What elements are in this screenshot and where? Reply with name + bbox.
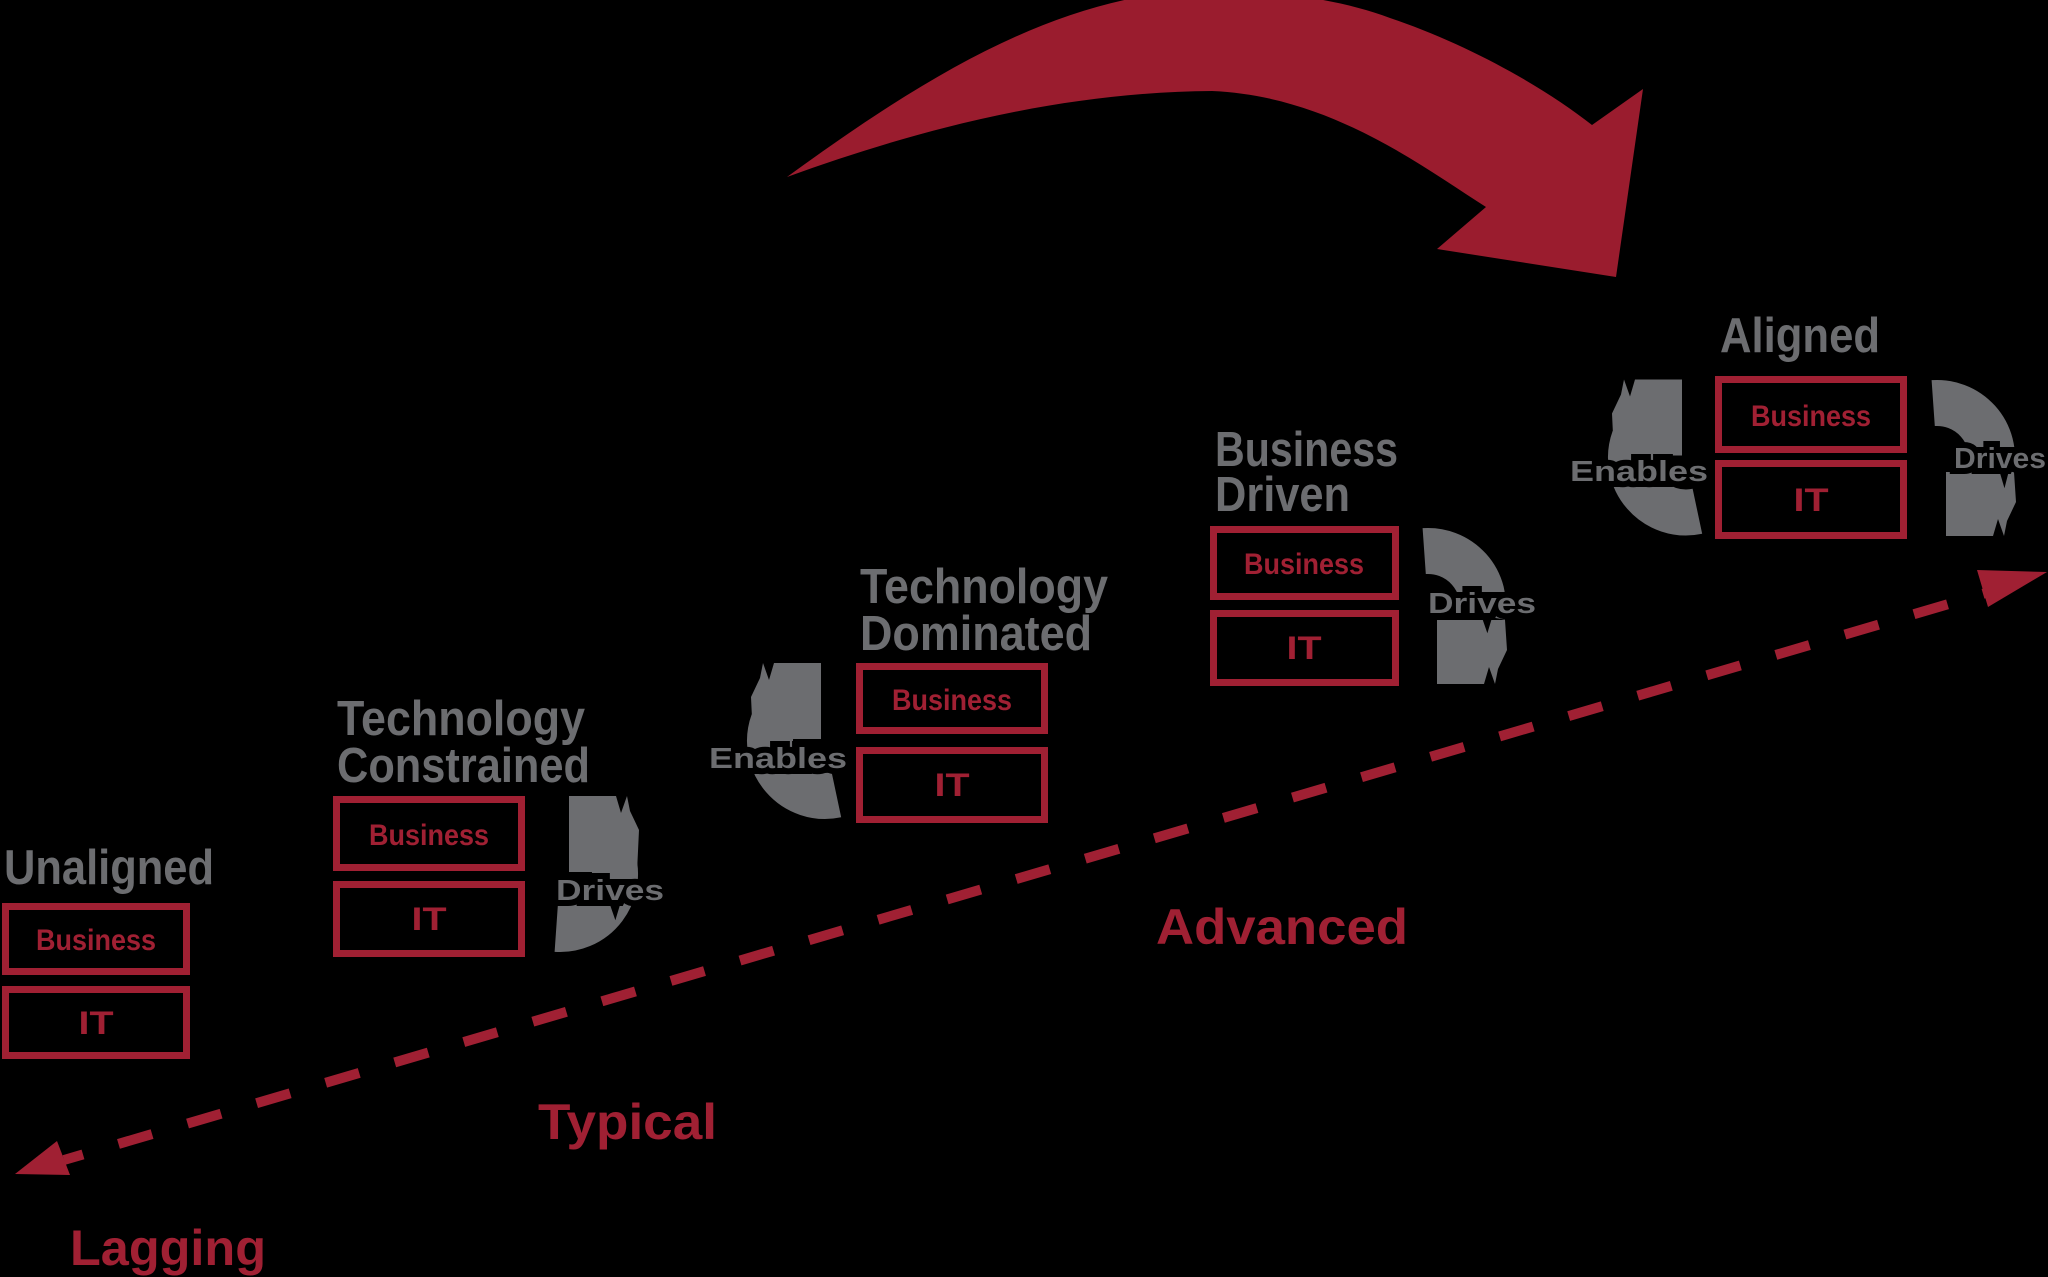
svg-text:Drives: Drives [556, 875, 664, 907]
svg-text:Advanced: Advanced [1156, 899, 1408, 955]
svg-text:Business: Business [892, 684, 1012, 717]
svg-text:Lagging: Lagging [70, 1220, 266, 1276]
svg-text:Aligned: Aligned [1720, 309, 1880, 363]
svg-text:Business: Business [369, 819, 489, 852]
svg-text:Dominated: Dominated [860, 607, 1092, 661]
svg-text:Drives: Drives [1428, 588, 1536, 620]
svg-text:Business: Business [1244, 548, 1364, 581]
svg-text:Enables: Enables [1570, 456, 1708, 488]
svg-text:Drives: Drives [1954, 443, 2046, 475]
svg-text:IT: IT [1794, 482, 1830, 518]
svg-text:Technology: Technology [337, 692, 585, 746]
svg-text:Technology: Technology [860, 560, 1108, 614]
svg-text:IT: IT [79, 1005, 115, 1041]
svg-text:IT: IT [935, 767, 971, 803]
svg-text:Typical: Typical [538, 1094, 717, 1150]
svg-text:Driven: Driven [1215, 468, 1350, 522]
svg-text:Enables: Enables [709, 743, 847, 775]
svg-text:Business: Business [36, 924, 156, 957]
svg-text:Unaligned: Unaligned [4, 841, 214, 895]
svg-text:Business: Business [1751, 400, 1871, 433]
svg-text:Business: Business [1215, 423, 1398, 477]
svg-text:IT: IT [412, 901, 448, 937]
svg-text:IT: IT [1287, 630, 1323, 666]
svg-text:Constrained: Constrained [337, 739, 590, 793]
